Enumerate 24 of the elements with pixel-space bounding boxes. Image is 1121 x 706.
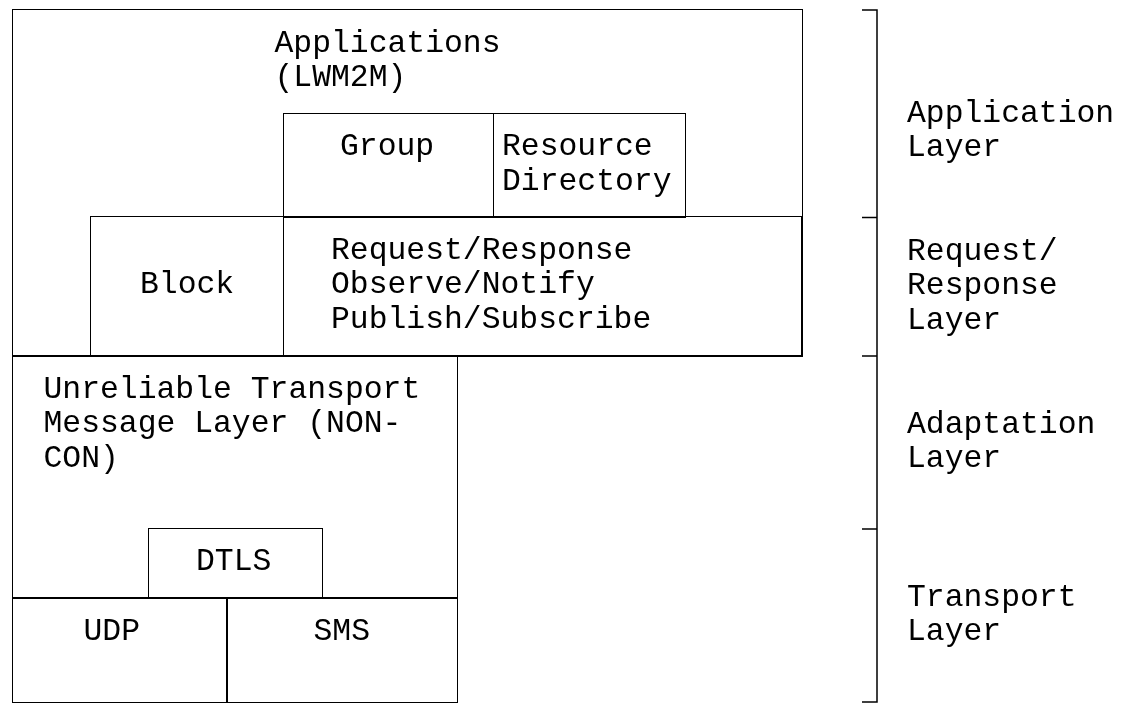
layer-box	[12, 9, 803, 357]
layer-box	[282, 112, 495, 218]
box-label: Publish/Subscribe	[331, 303, 653, 338]
box-label: SMS	[313, 615, 371, 650]
box-label: Applications (LWM2M)	[274, 26, 501, 96]
box-label: Block	[140, 268, 236, 304]
layer-label: Adaptation Layer	[907, 407, 1096, 478]
layer-box	[147, 527, 324, 599]
layer-box	[226, 597, 458, 703]
layer-box	[12, 355, 458, 599]
box-label: Request/Response	[331, 233, 634, 269]
layer-label: Transport Layer	[907, 580, 1077, 651]
layer-box	[282, 216, 803, 357]
box-label: Group	[340, 130, 436, 165]
box-label: Unreliable Transport Message Layer (NON-CON)	[43, 372, 421, 477]
layer-label: Request/ Response Layer	[907, 234, 1058, 339]
layer-box	[12, 597, 228, 703]
box-label: UDP	[83, 615, 141, 650]
layer-box	[492, 112, 687, 218]
layer-label: Application Layer	[907, 96, 1115, 166]
box-label: DTLS	[196, 545, 273, 580]
layer-box	[89, 216, 285, 357]
box-label: Observe/Notify	[331, 268, 596, 304]
box-label: Resource Directory	[502, 130, 672, 200]
